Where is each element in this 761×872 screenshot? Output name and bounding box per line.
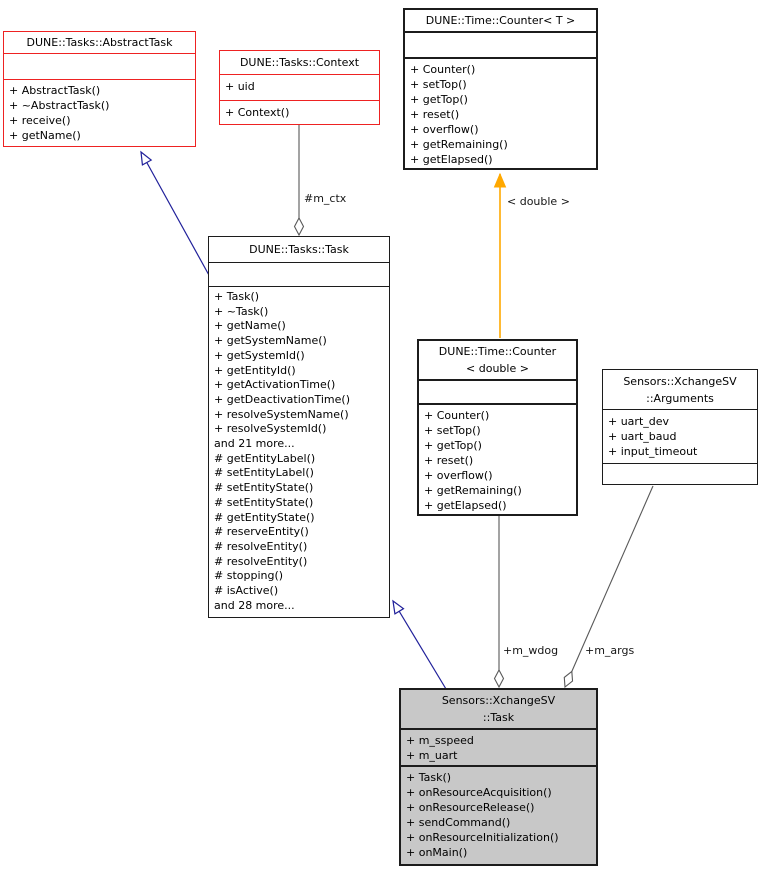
attribute-line: + uid <box>225 80 255 93</box>
method-line: + Context() <box>225 106 290 119</box>
attribute-line: + m_uart <box>406 749 458 762</box>
class-methods: + Task()+ ~Task()+ getName()+ getSystemN… <box>209 286 389 617</box>
class-title-line: DUNE::Tasks::Task <box>249 243 349 256</box>
attribute-line: + uart_baud <box>608 430 677 443</box>
class-attributes <box>209 262 389 286</box>
class-title: DUNE::Time::Counter< double > <box>419 341 576 379</box>
class-title-line: DUNE::Time::Counter< T > <box>425 14 576 27</box>
class-title-line: DUNE::Tasks::AbstractTask <box>26 36 173 49</box>
method-line: + sendCommand() <box>406 816 511 829</box>
method-line: + ~Task() <box>214 304 269 318</box>
method-line: + AbstractTask() <box>9 84 101 97</box>
class-title: Sensors::XchangeSV::Task <box>401 690 596 728</box>
method-line: + reset() <box>424 454 474 467</box>
method-line: + onResourceRelease() <box>406 801 535 814</box>
class-attributes <box>4 53 195 79</box>
method-line: + setTop() <box>410 78 467 91</box>
class-methods: + AbstractTask() + ~AbstractTask() + recei… <box>4 79 195 146</box>
edge-label-m-args: +m_args <box>585 644 635 657</box>
method-line: + overflow() <box>410 123 479 136</box>
method-line: + getTop() <box>424 439 482 452</box>
method-line: + getDeactivationTime() <box>214 392 350 406</box>
method-line: # setEntityLabel() <box>214 466 314 480</box>
method-line: + getElapsed() <box>410 153 493 166</box>
method-line: and 21 more... <box>214 437 295 451</box>
class-node-counter-t[interactable]: DUNE::Time::Counter< T > + Counter()+ se… <box>403 8 598 170</box>
method-line: # resolveEntity() <box>214 539 308 553</box>
class-node-arguments[interactable]: Sensors::XchangeSV::Arguments + uart_dev… <box>602 369 758 485</box>
class-methods <box>603 463 757 484</box>
class-attributes <box>405 31 596 57</box>
method-line: + ~AbstractTask() <box>9 99 110 112</box>
class-title: DUNE::Time::Counter< T > <box>405 10 596 31</box>
method-line: + Counter() <box>424 409 490 422</box>
class-title-line: DUNE::Tasks::Context <box>239 56 360 69</box>
method-line: + getSystemName() <box>214 334 327 348</box>
class-node-context[interactable]: DUNE::Tasks::Context + uid + Context() <box>219 50 380 125</box>
method-line: # reserveEntity() <box>214 525 309 539</box>
method-line: + getRemaining() <box>410 138 508 151</box>
attribute-line: + input_timeout <box>608 445 698 458</box>
method-line: + Task() <box>406 771 452 784</box>
class-attributes: + uart_dev + uart_baud + input_timeout <box>603 409 757 463</box>
method-line: # resolveEntity() <box>214 554 308 568</box>
aggregation-edge-m-args <box>565 485 654 687</box>
method-line: + receive() <box>9 114 71 127</box>
class-title: DUNE::Tasks::AbstractTask <box>4 32 195 53</box>
attribute-line: + uart_dev <box>608 415 670 428</box>
method-line: + getActivationTime() <box>214 378 336 392</box>
class-node-xchange-task[interactable]: Sensors::XchangeSV::Task + m_sspeed+ m_u… <box>399 688 598 866</box>
method-line: + getRemaining() <box>424 484 522 497</box>
edge-label-m-ctx: #m_ctx <box>304 192 347 205</box>
method-line: + getSystemId() <box>214 348 305 362</box>
class-title-line: ::Task <box>482 711 515 724</box>
method-line: + Counter() <box>410 63 476 76</box>
class-title-line: < double > <box>466 362 529 375</box>
class-methods: + Counter() + setTop() + getTop() + reset()… <box>405 57 596 168</box>
class-attributes <box>419 379 576 403</box>
class-methods: + Context() <box>220 100 379 124</box>
method-line: + resolveSystemName() <box>214 407 349 421</box>
method-line: + onResourceAcquisition() <box>406 786 552 799</box>
class-title-line: Sensors::XchangeSV <box>441 694 556 707</box>
method-line: # stopping() <box>214 569 284 583</box>
edge-label-m-wdog: +m_wdog <box>503 644 559 657</box>
method-line: # setEntityState() <box>214 481 314 495</box>
class-node-counter-double[interactable]: DUNE::Time::Counter< double > + Counter(… <box>417 339 578 516</box>
class-title: DUNE::Tasks::Task <box>209 237 389 262</box>
method-line: + resolveSystemId() <box>214 422 327 436</box>
method-line: + getName() <box>214 319 286 333</box>
inheritance-edge-xchangetask-to-task <box>392 599 447 690</box>
method-line: + getEntityId() <box>214 363 296 377</box>
method-line: and 28 more... <box>214 598 295 612</box>
class-attributes: + m_sspeed + m_uart <box>401 728 596 765</box>
class-title-line: DUNE::Time::Counter <box>438 345 557 358</box>
method-line: # getEntityLabel() <box>214 451 316 465</box>
class-title: Sensors::XchangeSV::Arguments <box>603 370 757 409</box>
class-node-abstract-task[interactable]: DUNE::Tasks::AbstractTask + AbstractTask… <box>3 31 196 147</box>
class-title: DUNE::Tasks::Context <box>220 51 379 74</box>
method-line: + onMain() <box>406 846 468 859</box>
class-methods: + Counter() + setTop() + getTop() + reset()… <box>419 403 576 514</box>
class-attributes: + uid <box>220 74 379 100</box>
method-line: # getEntityState() <box>214 510 315 524</box>
method-line: + getElapsed() <box>424 499 507 512</box>
class-title-line: ::Arguments <box>646 391 714 405</box>
class-node-task[interactable]: DUNE::Tasks::Task + Task()+ ~Task()+ get… <box>208 236 390 618</box>
method-line: + getTop() <box>410 93 468 106</box>
method-line: + overflow() <box>424 469 493 482</box>
method-line: + Task() <box>214 290 260 303</box>
method-line: # isActive() <box>214 584 279 598</box>
inheritance-edge-task-to-abstracttask <box>140 150 211 278</box>
method-line: + setTop() <box>424 424 481 437</box>
method-line: + reset() <box>410 108 460 121</box>
method-line: + onResourceInitialization() <box>406 831 559 844</box>
class-methods: + Task() + onResourceAcquisition() + onRes… <box>401 765 596 864</box>
method-line: + getName() <box>9 129 81 142</box>
attribute-line: + m_sspeed <box>406 734 474 747</box>
class-title-line: Sensors::XchangeSV <box>623 374 737 388</box>
method-line: # setEntityState() <box>214 495 314 509</box>
edge-label-template-double: < double > <box>507 195 570 208</box>
